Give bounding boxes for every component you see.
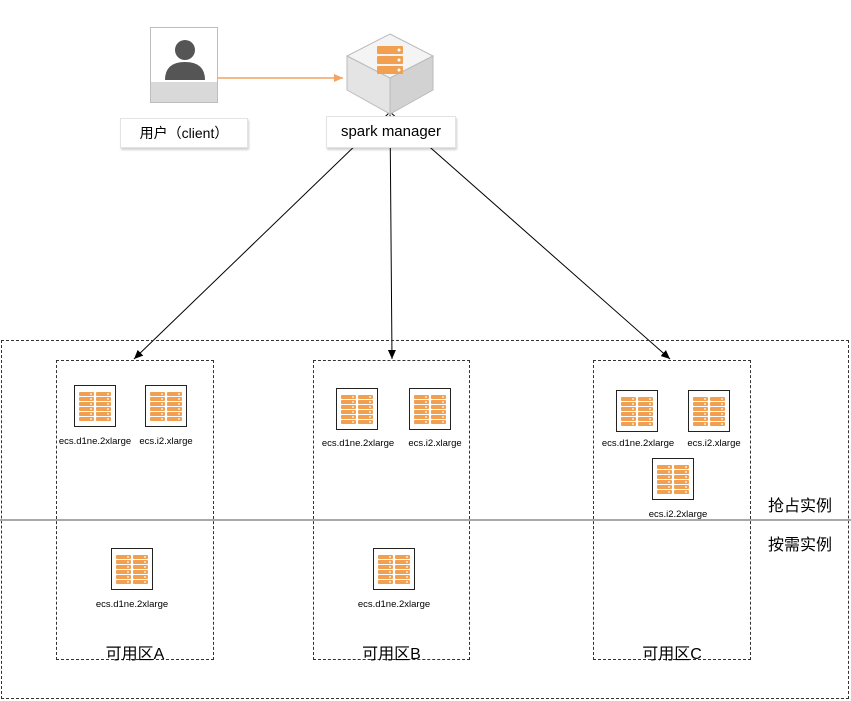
instance-label: ecs.d1ne.2xlarge — [95, 599, 169, 610]
spot-instances-label: 抢占实例 — [768, 498, 833, 515]
server-rack-icon — [111, 548, 153, 590]
zone-a — [56, 360, 214, 660]
instance-label: ecs.i2.xlarge — [687, 438, 741, 449]
manager-label: spark manager — [326, 116, 456, 148]
zone-label: 可用区C — [642, 646, 702, 663]
instance-label: ecs.d1ne.2xlarge — [321, 438, 395, 449]
instance-label: ecs.d1ne.2xlarge — [357, 599, 431, 610]
manager-to-zone-a-arrow — [133, 111, 391, 360]
on-demand-instances-label: 按需实例 — [768, 537, 833, 554]
spot-on-demand-divider — [0, 519, 851, 521]
server-rack-icon — [145, 385, 187, 427]
client-user-node — [150, 27, 218, 103]
zone-c — [593, 360, 751, 660]
zone-label: 可用区B — [362, 646, 421, 663]
client-label: 用户（client） — [120, 118, 248, 148]
manager-to-zone-b-arrow — [387, 111, 396, 360]
manager-to-zone-c-arrow — [389, 111, 671, 360]
zone-label: 可用区A — [105, 646, 165, 663]
client-user-node-strip — [151, 82, 217, 102]
server-rack-icon — [409, 388, 451, 430]
server-rack-icon — [336, 388, 378, 430]
server-rack-icon — [652, 458, 694, 500]
server-rack-icon — [616, 390, 658, 432]
instance-label: ecs.i2.xlarge — [139, 436, 193, 447]
server-cube-icon — [345, 33, 435, 115]
server-rack-icon — [373, 548, 415, 590]
zone-b — [313, 360, 470, 660]
server-rack-icon — [74, 385, 116, 427]
instance-label: ecs.i2.xlarge — [408, 438, 462, 449]
server-rack-icon — [688, 390, 730, 432]
user-icon — [165, 40, 205, 80]
instance-label: ecs.d1ne.2xlarge — [58, 436, 132, 447]
instance-label: ecs.i2.2xlarge — [648, 509, 708, 520]
instance-label: ecs.d1ne.2xlarge — [601, 438, 675, 449]
